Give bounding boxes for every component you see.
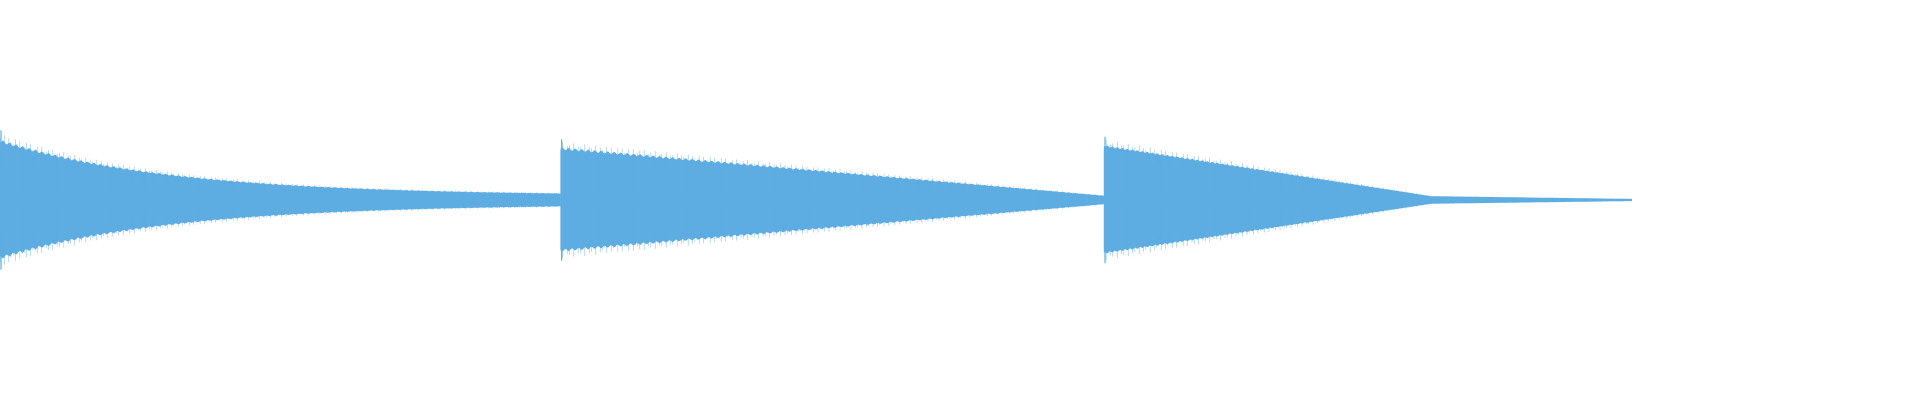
waveform-group — [0, 130, 1632, 270]
waveform-segment-1 — [0, 140, 561, 259]
